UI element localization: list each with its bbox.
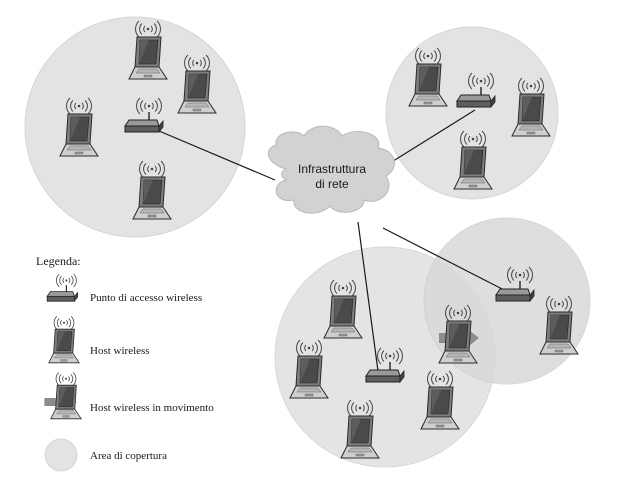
link-bottom-right [382, 227, 511, 294]
network-infrastructure-cloud: Infrastruttura di rete [267, 125, 395, 214]
legend-label-coverage: Area di copertura [90, 450, 167, 462]
legend-item-moving-host: Host wireless in movimento [44, 372, 214, 418]
legend-item-access-point: Punto di accesso wireless [47, 274, 202, 304]
laptop-icon [49, 316, 79, 362]
legend-label-access-point: Punto di accesso wireless [90, 292, 202, 304]
laptop-icon [51, 372, 81, 418]
legend: Legenda: Punto di accesso wireless Host … [36, 254, 214, 472]
legend-title: Legenda: [36, 254, 81, 268]
cloud-label-line1: Infrastruttura [298, 162, 366, 176]
legend-label-host: Host wireless [90, 345, 150, 357]
legend-item-host: Host wireless [49, 316, 150, 362]
link-bottom-middle [357, 221, 379, 372]
network-links [151, 109, 511, 372]
legend-label-moving-host: Host wireless in movimento [90, 402, 214, 414]
link-top-left [151, 127, 276, 181]
cloud-label-line2: di rete [315, 177, 349, 191]
link-top-right [381, 109, 476, 169]
legend-item-coverage: Area di copertura [44, 438, 167, 472]
access-point-icon [47, 274, 77, 301]
coverage-area-swatch [44, 438, 78, 472]
